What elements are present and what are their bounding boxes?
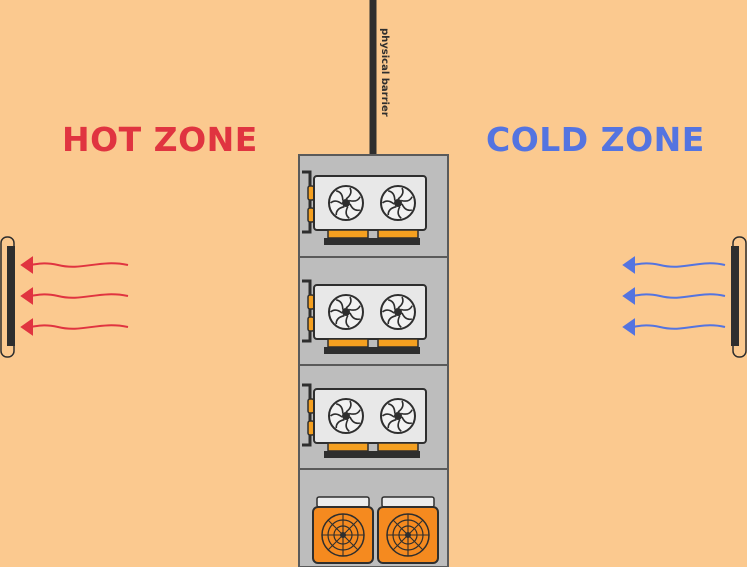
cold-zone-label: COLD ZONE <box>486 120 705 159</box>
cold-intake-vent <box>731 236 747 358</box>
cold-arrow-icon <box>622 287 726 305</box>
hot-arrow-icon <box>20 318 129 336</box>
cold-arrow-icon <box>622 256 726 274</box>
hot-arrow-icon <box>20 287 129 305</box>
physical-barrier-label: physical barrier <box>379 28 390 117</box>
cold-arrow-icon <box>622 318 726 336</box>
hot-airflow-arrows <box>20 256 129 336</box>
mining-rack <box>298 154 449 567</box>
asic-miner-1 <box>312 496 374 564</box>
hot-arrow-icon <box>20 256 129 274</box>
cold-airflow-arrows <box>622 256 726 336</box>
hot-zone-label: HOT ZONE <box>62 120 258 159</box>
asic-miner-2 <box>377 496 439 564</box>
hot-exhaust-vent <box>0 236 15 358</box>
